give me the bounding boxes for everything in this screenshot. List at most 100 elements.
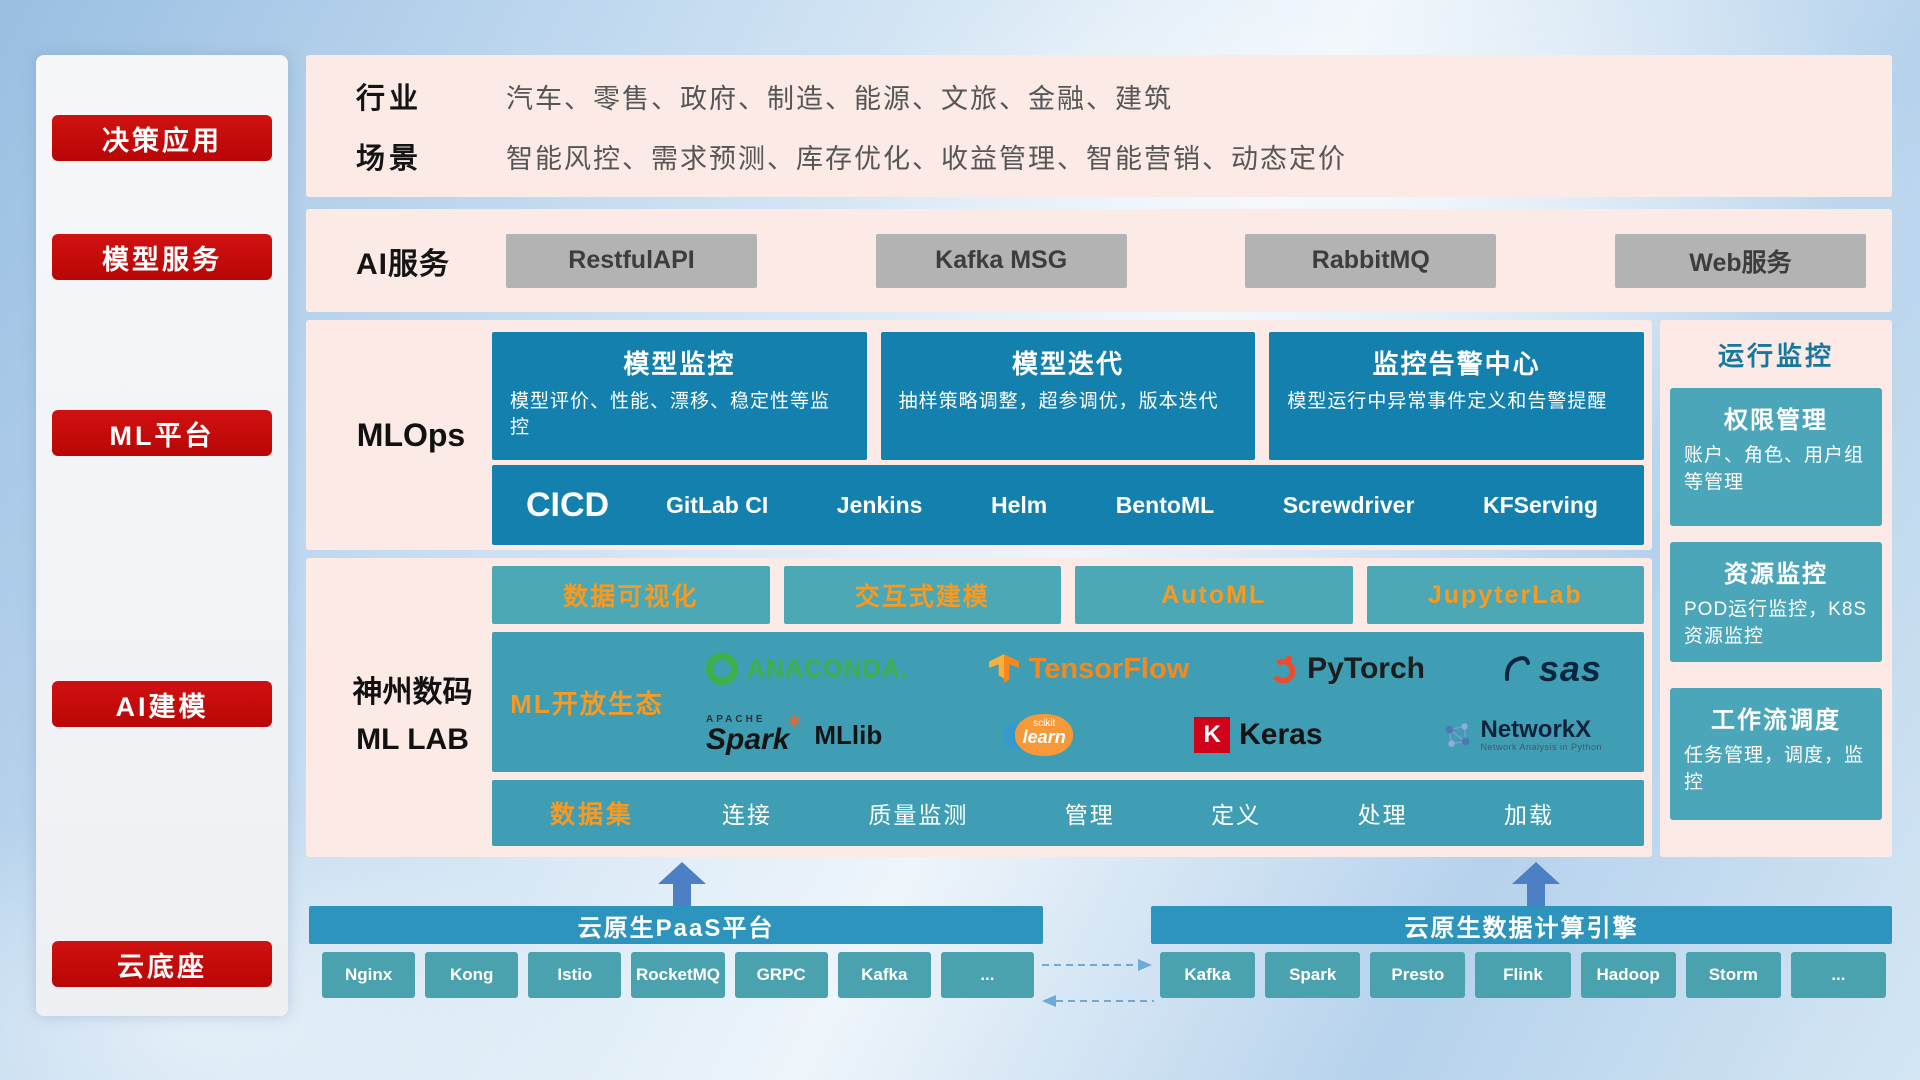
dataset-item-define: 定义 bbox=[1211, 802, 1262, 828]
pytorch-wordmark: PyTorch bbox=[1307, 652, 1425, 685]
bentoml-label: BentoML bbox=[1115, 491, 1215, 518]
pytorch-icon bbox=[1270, 655, 1296, 684]
mlops-panel: MLOps 模型监控 模型评价、性能、漂移、稳定性等监控 模型迭代 抽样策略调整… bbox=[306, 320, 1652, 550]
engine-components: Kafka Spark Presto Flink Hadoop Storm ..… bbox=[1160, 952, 1886, 998]
kafka-button: Kafka bbox=[837, 952, 931, 998]
dataset-items: 连接 质量监测 管理 定义 处理 加载 bbox=[692, 796, 1644, 830]
industry-scenario-panel: 行业 汽车、零售、政府、制造、能源、文旅、金融、建筑 场景 智能风控、需求预测、… bbox=[306, 55, 1892, 197]
arrow-head bbox=[1512, 862, 1560, 884]
dataset-item-manage: 管理 bbox=[1064, 802, 1115, 828]
mllib-wordmark: MLlib bbox=[814, 719, 883, 750]
card-desc: 任务管理，调度，监控 bbox=[1684, 745, 1865, 793]
rocketmq-button: RocketMQ bbox=[631, 952, 725, 998]
ml-lab-label-line1: 神州数码 bbox=[352, 676, 473, 709]
left-sidebar: 决策应用 模型服务 ML平台 AI建模 云底座 bbox=[36, 55, 288, 1016]
workflow-scheduling-card: 工作流调度 任务管理，调度，监控 bbox=[1670, 688, 1882, 820]
card-title: 工作流调度 bbox=[1711, 707, 1841, 734]
dataset-item-quality: 质量监测 bbox=[868, 802, 969, 828]
paas-platform-bar: 云原生PaaS平台 bbox=[309, 906, 1043, 944]
networkx-subtitle: Network Analysis in Python bbox=[1480, 742, 1602, 753]
engine-presto-button: Presto bbox=[1370, 952, 1466, 998]
industry-list: 汽车、零售、政府、制造、能源、文旅、金融、建筑 bbox=[506, 83, 1173, 114]
anaconda-icon bbox=[706, 653, 738, 685]
operation-monitoring-panel: 运行监控 权限管理 账户、角色、用户组等管理 资源监控 POD运行监控，K8S资… bbox=[1660, 320, 1892, 857]
sas-logo: sas bbox=[1504, 648, 1602, 690]
engine-more-button: ... bbox=[1790, 952, 1886, 998]
anaconda-logo: ANACONDA. bbox=[706, 653, 909, 685]
interactive-modeling-button: 交互式建模 bbox=[783, 566, 1061, 624]
scenario-list: 智能风控、需求预测、库存优化、收益管理、智能营销、动态定价 bbox=[506, 143, 1347, 174]
dataset-item-process: 处理 bbox=[1357, 802, 1408, 828]
nginx-button: Nginx bbox=[322, 952, 416, 998]
engine-storm-button: Storm bbox=[1685, 952, 1781, 998]
resource-monitoring-card: 资源监控 POD运行监控，K8S资源监控 bbox=[1670, 542, 1882, 662]
ecosystem-logo-grid: ANACONDA. TensorFlow PyTorch bbox=[682, 632, 1644, 772]
networkx-logo: NetworkX Network Analysis in Python bbox=[1443, 715, 1602, 753]
data-visualization-button: 数据可视化 bbox=[492, 566, 770, 624]
engine-spark-button: Spark bbox=[1265, 952, 1361, 998]
rabbitmq-button: RabbitMQ bbox=[1245, 233, 1497, 288]
card-title: 权限管理 bbox=[1724, 407, 1828, 434]
card-title: 模型迭代 bbox=[1012, 349, 1125, 379]
industry-label: 行业 bbox=[356, 83, 423, 115]
gitlab-ci-label: GitLab CI bbox=[666, 491, 769, 518]
networkx-wordmark: NetworkX bbox=[1480, 715, 1592, 743]
alert-center-card: 监控告警中心 模型运行中异常事件定义和告警提醒 bbox=[1269, 332, 1645, 460]
istio-button: Istio bbox=[528, 952, 622, 998]
kong-button: Kong bbox=[425, 952, 519, 998]
sidebar-item-decision-app: 决策应用 bbox=[52, 115, 272, 161]
card-title: 资源监控 bbox=[1724, 561, 1828, 588]
keras-wordmark: Keras bbox=[1239, 718, 1323, 751]
scikit-small-label: scikit bbox=[1033, 718, 1056, 729]
data-flow-dashed-arrows bbox=[1042, 959, 1154, 1007]
scikit-learn-logo: scikit learn bbox=[1003, 712, 1074, 758]
card-desc: 模型运行中异常事件定义和告警提醒 bbox=[1287, 391, 1608, 412]
ai-service-label: AI服务 bbox=[356, 247, 450, 281]
spark-wordmark: Spark bbox=[706, 723, 790, 756]
mlops-cards: 模型监控 模型评价、性能、漂移、稳定性等监控 模型迭代 抽样策略调整，超参调优，… bbox=[492, 332, 1645, 460]
card-desc: 抽样策略调整，超参调优，版本迭代 bbox=[898, 391, 1219, 412]
spark-mllib-logo: APACHE Spark ✶ MLlib bbox=[706, 711, 883, 756]
ml-lab-label-line2: ML LAB bbox=[356, 722, 469, 756]
ai-service-buttons: RestfulAPI Kafka MSG RabbitMQ Web服务 bbox=[506, 233, 1866, 288]
up-arrow-engine bbox=[1512, 862, 1560, 906]
model-iteration-card: 模型迭代 抽样策略调整，超参调优，版本迭代 bbox=[880, 332, 1256, 460]
engine-hadoop-button: Hadoop bbox=[1580, 952, 1676, 998]
logo-row-1: ANACONDA. TensorFlow PyTorch bbox=[682, 636, 1626, 702]
data-engine-bar: 云原生数据计算引擎 bbox=[1151, 906, 1892, 944]
up-arrow-paas bbox=[658, 862, 706, 906]
sidebar-item-ml-platform: ML平台 bbox=[52, 410, 272, 456]
scenario-label: 场景 bbox=[356, 143, 423, 175]
ml-lab-feature-buttons: 数据可视化 交互式建模 AutoML JupyterLab bbox=[492, 566, 1644, 624]
scikit-learn-label: learn bbox=[1022, 727, 1066, 747]
ai-service-panel: AI服务 RestfulAPI Kafka MSG RabbitMQ Web服务 bbox=[306, 209, 1892, 312]
restful-api-button: RestfulAPI bbox=[506, 233, 757, 288]
tensorflow-logo: TensorFlow bbox=[988, 653, 1189, 686]
screwdriver-label: Screwdriver bbox=[1282, 491, 1415, 518]
jenkins-label: Jenkins bbox=[836, 491, 923, 518]
scenario-row: 场景 智能风控、需求预测、库存优化、收益管理、智能营销、动态定价 bbox=[306, 126, 1892, 186]
scikit-learn-icon: scikit learn bbox=[1003, 712, 1074, 758]
paas-components: Nginx Kong Istio RocketMQ GRPC Kafka ... bbox=[322, 952, 1034, 998]
permission-management-card: 权限管理 账户、角色、用户组等管理 bbox=[1670, 388, 1882, 526]
sas-wordmark: sas bbox=[1538, 648, 1602, 689]
automl-button: AutoML bbox=[1075, 566, 1353, 624]
kfserving-label: KFServing bbox=[1482, 491, 1598, 518]
arrow-stem bbox=[673, 884, 691, 906]
sidebar-item-ai-modeling: AI建模 bbox=[52, 681, 272, 727]
spark-star-icon: ✶ bbox=[784, 709, 804, 734]
paas-more-button: ... bbox=[940, 952, 1034, 998]
keras-logo: K Keras bbox=[1194, 717, 1323, 753]
card-desc: 模型评价、性能、漂移、稳定性等监控 bbox=[510, 391, 831, 439]
model-monitoring-card: 模型监控 模型评价、性能、漂移、稳定性等监控 bbox=[492, 332, 867, 460]
cicd-bar: CICD GitLab CI Jenkins Helm BentoML Scre… bbox=[492, 465, 1644, 545]
cicd-tools: GitLab CI Jenkins Helm BentoML Screwdriv… bbox=[642, 492, 1644, 519]
keras-icon: K bbox=[1194, 717, 1231, 753]
apache-label: APACHE bbox=[706, 714, 766, 725]
dataset-bar: 数据集 连接 质量监测 管理 定义 处理 加载 bbox=[492, 780, 1644, 846]
arrow-head bbox=[658, 862, 706, 884]
sidebar-item-model-service: 模型服务 bbox=[52, 234, 272, 280]
logo-row-2: APACHE Spark ✶ MLlib scikit learn bbox=[682, 702, 1626, 768]
sidebar-item-cloud-base: 云底座 bbox=[52, 941, 272, 987]
